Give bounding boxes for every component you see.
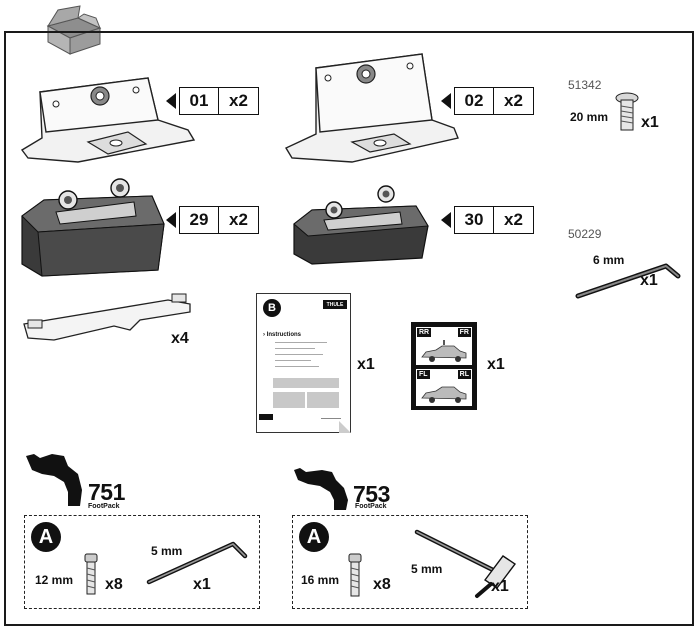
label-rl: RL: [457, 370, 471, 379]
t-handle-key-icon: [414, 529, 517, 598]
text-line: [275, 348, 315, 349]
text-line: [275, 366, 319, 367]
label-fr: FR: [457, 328, 471, 337]
part-code: 01: [179, 87, 219, 115]
screw-icon: [84, 553, 98, 595]
footpack-753-number: 753: [353, 481, 390, 507]
footpack-751-number: 751: [88, 479, 125, 505]
key-size: 6 mm: [593, 253, 625, 267]
screw-length: 12 mm: [35, 573, 74, 587]
key-quantity: x1: [640, 272, 658, 289]
text-line: [275, 354, 323, 355]
group-letter: A: [38, 525, 54, 548]
part-quantity: x2: [219, 87, 259, 115]
brand-logo: THULE: [323, 300, 347, 309]
group-letter: A: [306, 525, 322, 548]
pad-plate-illustration: [23, 293, 191, 341]
sticker-bottom-panel: FL RL: [416, 369, 472, 406]
part-quantity: x2: [494, 206, 534, 234]
screw-icon: [615, 92, 639, 131]
screw-icon: [348, 553, 362, 597]
footpack-751-profile-icon: [26, 454, 82, 506]
footpack-753-label: FootPack: [355, 503, 387, 510]
tag-01: 01 x2: [166, 87, 259, 115]
screw-quantity: x8: [373, 576, 391, 593]
footpack-753-profile-icon: [294, 468, 348, 510]
text-line: [321, 418, 341, 419]
plate-quantity: x4: [171, 330, 189, 347]
booklet-heading-text: Instructions: [266, 332, 302, 338]
pointer-arrow-icon: [166, 212, 176, 228]
part-quantity: x2: [494, 87, 534, 115]
key-size: 5 mm: [151, 544, 183, 558]
sticker-top-panel: RR FR: [416, 327, 472, 365]
footer-bar: [259, 414, 273, 420]
bracket-02-illustration: [285, 53, 459, 163]
screw-length: 16 mm: [301, 573, 340, 587]
screw-quantity: x1: [641, 114, 659, 131]
foot-30-illustration: [293, 185, 429, 265]
footpack-751-label: FootPack: [88, 503, 120, 510]
sticker-quantity: x1: [487, 356, 505, 373]
key-part-number: 50229: [568, 227, 602, 241]
tag-29: 29 x2: [166, 206, 259, 234]
box-icon: [46, 5, 102, 55]
group-a-badge: A: [299, 522, 329, 552]
label-fl: FL: [417, 370, 430, 379]
group-a-badge: A: [31, 522, 61, 552]
booklet-heading: › Instructions: [263, 332, 302, 338]
hex-key-icon: [146, 541, 248, 585]
hex-key-icon: [575, 263, 681, 299]
footpack-751-hardware-box: A 12 mm x8 5 mm x1: [24, 515, 260, 609]
pointer-arrow-icon: [441, 212, 451, 228]
label-rr: RR: [417, 328, 432, 337]
text-line: [275, 342, 327, 343]
image-block: [273, 378, 339, 388]
pointer-arrow-icon: [166, 93, 176, 109]
screw-part-number: 51342: [568, 78, 602, 92]
position-sticker: RR FR FL RL: [411, 322, 477, 410]
instructions-booklet: B THULE › Instructions: [256, 293, 351, 433]
image-block: [273, 392, 305, 408]
key-quantity: x1: [193, 576, 211, 593]
foot-29-illustration: [21, 178, 165, 277]
tag-02: 02 x2: [441, 87, 534, 115]
booklet-letter-badge: B: [263, 299, 281, 317]
booklet-quantity: x1: [357, 356, 375, 373]
part-code: 02: [454, 87, 494, 115]
footpack-753-hardware-box: A 16 mm x8 5 mm x1: [292, 515, 528, 609]
car-side-icon: [421, 340, 467, 362]
pointer-arrow-icon: [441, 93, 451, 109]
car-side-icon: [421, 386, 467, 403]
contents-frame: [4, 31, 694, 626]
part-code: 30: [454, 206, 494, 234]
booklet-letter: B: [268, 302, 276, 314]
bracket-01-illustration: [20, 77, 196, 163]
screw-quantity: x8: [105, 576, 123, 593]
key-size: 5 mm: [411, 562, 443, 576]
brand-logo-text: THULE: [326, 301, 344, 308]
page-curl: [339, 421, 351, 433]
screw-length: 20 mm: [570, 110, 609, 124]
image-block: [307, 392, 339, 408]
key-quantity: x1: [491, 578, 509, 595]
part-quantity: x2: [219, 206, 259, 234]
text-line: [275, 360, 311, 361]
part-code: 29: [179, 206, 219, 234]
tag-30: 30 x2: [441, 206, 534, 234]
